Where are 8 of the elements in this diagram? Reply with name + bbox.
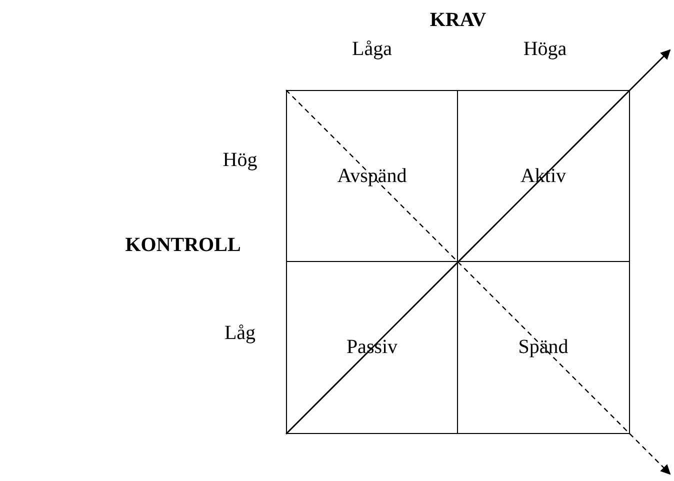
axis-title: KRAV — [430, 10, 486, 30]
axis-value: Låg — [224, 323, 256, 343]
axis-value: Höga — [523, 39, 567, 59]
quadrant: Avspänd — [286, 90, 458, 262]
quadrant: Spänd — [456, 260, 630, 434]
axis-title: KONTROLL — [125, 235, 241, 255]
axis-value: Hög — [222, 150, 258, 170]
axis-value: Låga — [352, 39, 392, 59]
